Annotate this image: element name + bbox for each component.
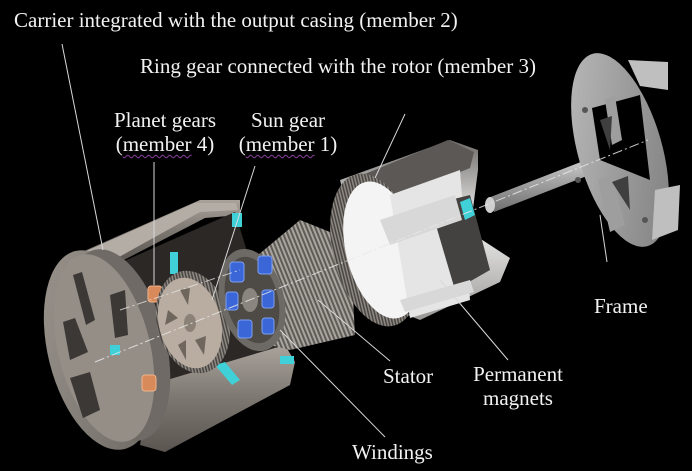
- bearing-accent: [170, 252, 178, 274]
- label-planet-gears: Planet gears (member 4): [98, 108, 232, 156]
- frame-bolt-hole: [582, 107, 588, 113]
- frame-bolt-hole: [642, 217, 648, 223]
- leader-permanent-magnets: [439, 279, 509, 361]
- leader-stator: [317, 299, 391, 362]
- label-permanent-magnets-line1: Permanent: [473, 362, 563, 386]
- sun-gear-window: [165, 310, 178, 325]
- label-sun-gear-line2: (member 1): [232, 132, 344, 156]
- winding-coil: [229, 261, 245, 283]
- sun-gear-window: [195, 336, 206, 355]
- leader-ring-gear: [374, 113, 406, 179]
- stator: [218, 220, 355, 352]
- permanent-magnets: [400, 280, 474, 312]
- label-permanent-magnets: Permanent magnets: [470, 362, 566, 410]
- windings: [225, 255, 275, 339]
- casing-window: [73, 272, 95, 325]
- center-axis-line: [94, 139, 649, 363]
- member-number: 1): [314, 132, 338, 156]
- casing-window: [110, 290, 128, 338]
- planet-axis-line: [119, 269, 241, 311]
- casing-window: [70, 372, 100, 418]
- casing-bottom-shell: [140, 345, 295, 452]
- frame-flange: [652, 185, 680, 240]
- label-permanent-magnets-line2: magnets: [483, 386, 553, 410]
- label-planet-gears-line1: Planet gears: [113, 108, 217, 132]
- permanent-magnets: [380, 195, 462, 245]
- member-word: member: [245, 132, 315, 156]
- leader-windings: [279, 329, 386, 438]
- frame-spoke: [598, 175, 625, 232]
- label-carrier: Carrier integrated with the output casin…: [14, 8, 458, 32]
- member-word: member: [122, 132, 192, 156]
- sun-gear-window: [178, 340, 186, 360]
- paren-open: (: [115, 132, 123, 156]
- winding-coil: [261, 289, 275, 309]
- bearing-accent: [215, 362, 240, 385]
- sun-gear-hub: [184, 314, 196, 332]
- label-stator: Stator: [383, 364, 434, 388]
- leader-frame: [599, 214, 608, 263]
- paren-open: (: [238, 132, 246, 156]
- bearing-accent: [110, 345, 120, 355]
- frame: [571, 53, 680, 247]
- planet-gear: [141, 374, 157, 392]
- label-sun-gear: Sun gear (member 1): [232, 108, 344, 156]
- label-frame: Frame: [594, 294, 648, 318]
- sun-gear: [155, 270, 231, 374]
- planet-gears: [141, 285, 163, 392]
- leader-lines: [61, 43, 608, 438]
- bearing-accent: [232, 213, 242, 227]
- winding-coil: [257, 255, 273, 275]
- leader-sun-gear: [211, 165, 256, 301]
- frame-spoke: [605, 96, 622, 145]
- member-number: 4): [191, 132, 215, 156]
- label-planet-gears-line2: (member 4): [98, 132, 232, 156]
- leader-carrier: [61, 43, 104, 251]
- casing-window: [63, 318, 88, 360]
- label-ring-gear: Ring gear connected with the rotor (memb…: [140, 54, 536, 78]
- label-windings: Windings: [352, 440, 433, 464]
- shaft-tip: [485, 197, 495, 213]
- sun-gear-window: [180, 288, 190, 305]
- frame-window: [600, 116, 612, 150]
- label-sun-gear-line1: Sun gear: [250, 108, 326, 132]
- winding-coil: [261, 317, 275, 335]
- winding-coil: [237, 319, 253, 339]
- frame-bolt-hole: [575, 177, 581, 183]
- bearing-accent: [280, 356, 294, 364]
- frame-flange: [628, 60, 668, 90]
- frame-window: [612, 176, 630, 210]
